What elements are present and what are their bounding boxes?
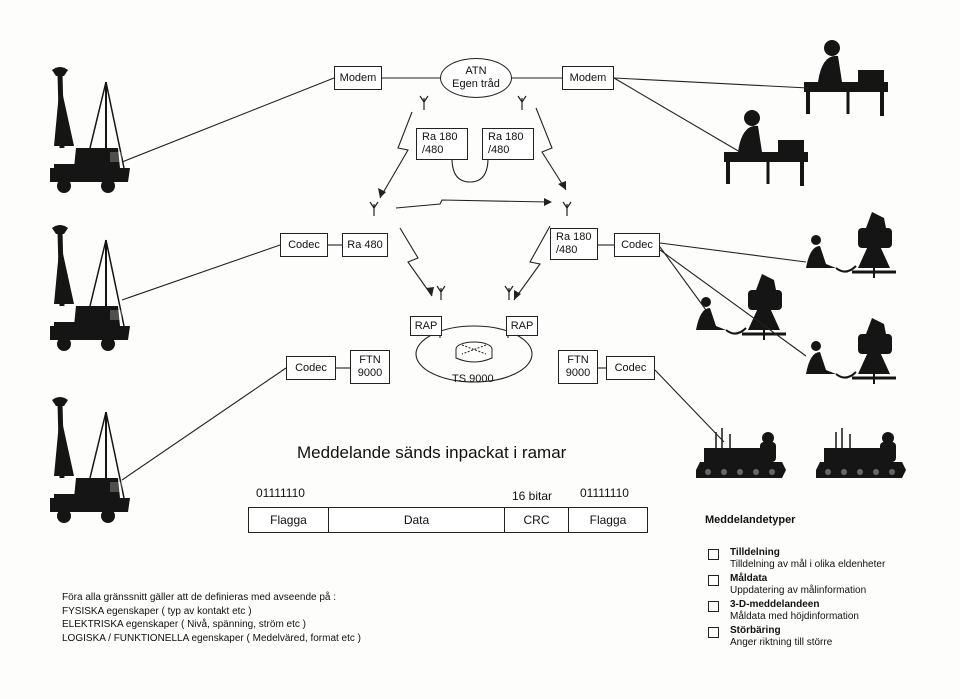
message-types-list: Tilldelning Tilldelning av mål i olika e…	[708, 547, 948, 651]
message-type-desc: Tilldelning av mål i olika eldenheter	[730, 559, 886, 570]
frame-field-data: Data	[328, 507, 504, 533]
footnote-line: LOGISKA / FUNKTIONELLA egenskaper ( Mede…	[62, 632, 362, 644]
fire-unit-icon-2	[815, 427, 907, 479]
codec-mid-left-box: Codec	[280, 233, 328, 257]
ftn-right-box: FTN 9000	[558, 350, 598, 384]
rap-right-box: RAP	[506, 316, 538, 336]
ts9000-label: TS 9000	[452, 373, 494, 385]
footnote-line: Föra alla gränssnitt gäller att de defin…	[62, 592, 337, 603]
atn-sublabel: Egen tråd	[452, 78, 500, 90]
radar-truck-icon-3	[50, 397, 130, 523]
frame-heading: Meddelande sänds inpackat i ramar	[297, 443, 567, 462]
message-type-name: Störbäring	[730, 625, 781, 636]
ra480-box: Ra 480	[342, 233, 388, 257]
list-item: 3-D-meddelandeen Måldata med höjdinforma…	[708, 599, 948, 623]
launcher-icon-3	[804, 316, 898, 386]
operator-icon-2	[722, 108, 810, 188]
codec-mid-right-box: Codec	[614, 233, 660, 257]
codec-low-right-box: Codec	[606, 356, 655, 380]
message-type-name: 3-D-meddelandeen	[730, 599, 820, 610]
radio-top-right-box: Ra 180 /480	[482, 128, 534, 160]
crc-bits-label: 16 bitar	[512, 489, 553, 503]
frame-field-crc: CRC	[504, 507, 568, 533]
frame-field-flag-end: Flagga	[568, 507, 648, 533]
flag-bits-left: 01111110	[256, 486, 305, 500]
launcher-icon-2	[694, 272, 788, 342]
frame-field-flag-start: Flagga	[248, 507, 328, 533]
message-type-desc: Anger riktning till större	[730, 637, 833, 648]
codec-low-left-box: Codec	[286, 356, 336, 380]
message-type-name: Måldata	[730, 573, 768, 584]
launcher-icon-1	[804, 210, 898, 280]
fire-unit-icon-1	[695, 427, 787, 479]
operator-icon-1	[802, 38, 890, 118]
list-item: Störbäring Anger riktning till större	[708, 625, 948, 649]
checkbox-icon	[708, 575, 719, 586]
message-type-desc: Uppdatering av målinformation	[730, 585, 867, 596]
radar-truck-icon-1	[50, 67, 130, 193]
radar-truck-icon-2	[50, 225, 130, 351]
footnote-line: ELEKTRISKA egenskaper ( Nivå, spänning, …	[62, 619, 306, 630]
ftn-left-box: FTN 9000	[350, 350, 390, 384]
checkbox-icon	[708, 627, 719, 638]
atn-label: ATN	[465, 65, 487, 77]
message-type-name: Tilldelning	[730, 547, 780, 558]
radio-mid-right-box: Ra 180 /480	[550, 228, 598, 260]
checkbox-icon	[708, 549, 719, 560]
list-item: Måldata Uppdatering av målinformation	[708, 573, 948, 597]
radio-top-left-box: Ra 180 /480	[416, 128, 468, 160]
modem-left-box: Modem	[334, 66, 382, 90]
list-item: Tilldelning Tilldelning av mål i olika e…	[708, 547, 948, 571]
flag-bits-right: 01111110	[580, 486, 629, 500]
modem-right-box: Modem	[562, 66, 614, 90]
message-type-desc: Måldata med höjdinformation	[730, 611, 859, 622]
frame-structure: Flagga Data CRC Flagga	[248, 507, 648, 533]
interface-footnote: Föra alla gränssnitt gäller att de defin…	[62, 591, 361, 645]
checkbox-icon	[708, 601, 719, 612]
atn-node: ATN Egen tråd	[440, 58, 512, 98]
footnote-line: FYSISKA egenskaper ( typ av kontakt etc …	[62, 605, 252, 617]
message-types-title: Meddelandetyper	[705, 514, 796, 526]
rap-left-box: RAP	[410, 316, 442, 336]
